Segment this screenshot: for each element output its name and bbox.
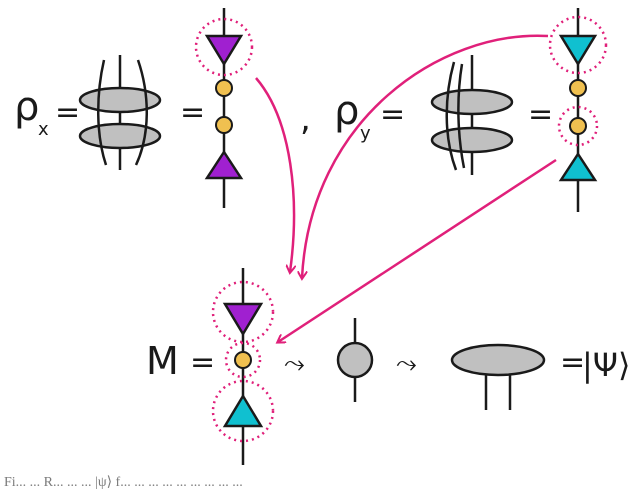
dotted-halo <box>224 341 262 379</box>
arrow-from-purple <box>255 77 294 272</box>
squiggle-arrow-1: ⤳ <box>284 349 305 379</box>
yellow-node <box>569 79 587 97</box>
dotted-halo <box>557 105 599 147</box>
two-disc-density-x <box>78 55 162 170</box>
cyan-up-triangle <box>558 151 598 182</box>
rho-y-subscript: y <box>360 123 371 144</box>
dotted-halo <box>211 379 275 443</box>
equals-sign-6: = <box>560 345 585 380</box>
rho-y-symbol: ρ <box>334 88 359 134</box>
arrow-from-cyan-top <box>302 34 549 278</box>
separator-comma: , <box>300 99 311 139</box>
mps-chain-y <box>548 8 608 212</box>
yellow-node <box>215 79 233 97</box>
purple-up-triangle <box>204 149 244 180</box>
connector-arrows <box>255 34 557 342</box>
yellow-node <box>569 117 587 135</box>
equals-sign-1: = <box>55 95 80 130</box>
single-tensor-node <box>336 318 374 402</box>
arrow-from-cyan-node <box>278 158 557 342</box>
yellow-node <box>234 351 252 369</box>
cyan-up-triangle <box>222 393 264 428</box>
yellow-node <box>215 116 233 134</box>
rho-x-equation: ρ x = <box>14 84 80 140</box>
state-disc-with-legs <box>450 343 546 410</box>
rho-x-symbol: ρ <box>14 84 39 130</box>
figure-caption: Fi... ... R... ... ... |ψ⟩ f... ... ... … <box>4 475 243 490</box>
equals-sign-5: = <box>190 345 215 380</box>
purple-down-triangle <box>204 34 244 67</box>
ket-psi: |Ψ⟩ <box>582 346 630 384</box>
rho-y-equation: ρ y = <box>334 88 405 144</box>
dotted-halo <box>194 17 254 77</box>
equals-sign-2: = <box>180 95 205 130</box>
equals-sign-3: = <box>380 97 405 132</box>
m-symbol: M <box>146 339 179 383</box>
two-disc-density-y <box>430 55 514 175</box>
purple-down-triangle <box>222 302 264 337</box>
cyan-down-triangle <box>558 34 598 67</box>
squiggle-arrow-2: ⤳ <box>396 349 417 379</box>
rho-x-subscript: x <box>38 119 49 140</box>
equals-sign-4: = <box>528 97 553 132</box>
dotted-halo <box>548 15 608 75</box>
dotted-halo <box>211 280 275 344</box>
mps-chain-x <box>194 8 254 208</box>
mps-chain-m <box>211 268 275 465</box>
